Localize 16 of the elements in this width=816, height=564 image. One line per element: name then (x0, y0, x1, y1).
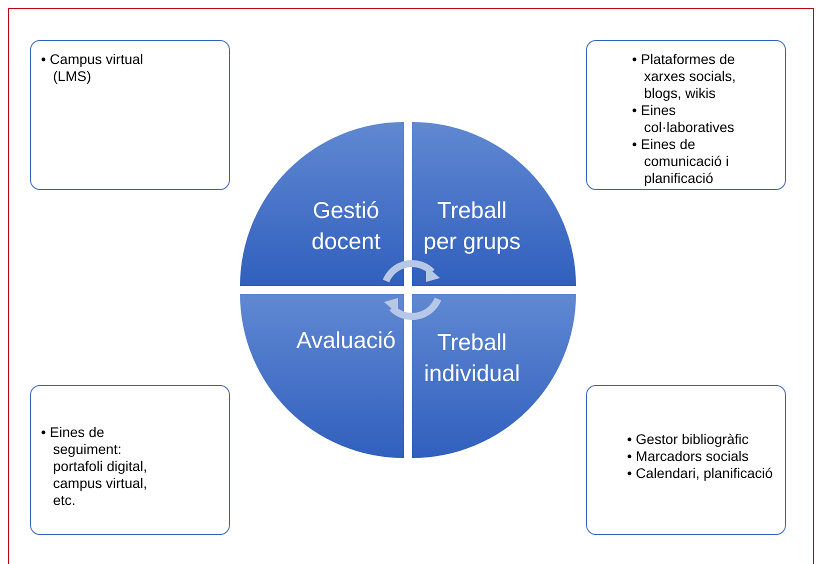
bullet-item: • Plataformes de xarxes socials, blogs, wikis (632, 51, 737, 102)
bullet-item: • Gestor bibliogràfic (627, 431, 750, 448)
text-box (586, 385, 786, 535)
quadrant-label: Treball individual (423, 328, 521, 388)
quadrant-label: Treball per grups (422, 196, 522, 256)
bullet-item: • Eines col·laboratives (632, 102, 736, 136)
text-box (30, 385, 230, 535)
text-box (30, 40, 230, 190)
bullet-item: • Campus virtual (LMS) (41, 51, 144, 85)
quadrant-label: Avaluació (295, 326, 397, 355)
text-box (586, 40, 786, 190)
quadrant-label: Gestió docent (310, 196, 382, 256)
bullet-item: • Eines de seguiment: portafoli digital, campus virtual, etc. (41, 424, 148, 509)
bullet-item: • Marcadors socials (627, 448, 750, 465)
bullet-item: • Calendari, planificació (627, 465, 774, 482)
bullet-item: • Eines de comunicació i planificació (632, 136, 730, 187)
